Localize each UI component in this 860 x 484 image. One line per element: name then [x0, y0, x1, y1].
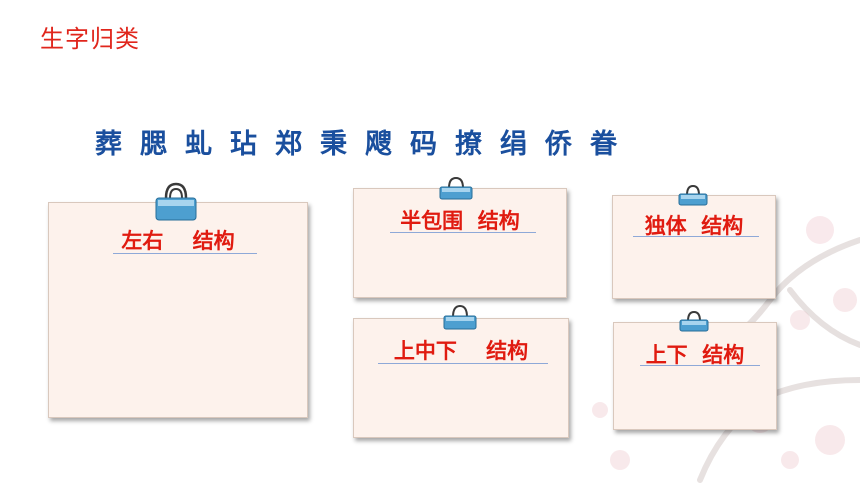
- character: 郑: [275, 129, 302, 160]
- character: 眷: [590, 129, 617, 160]
- card-label: 左右 结构: [121, 228, 235, 253]
- note-card-single[interactable]: 独体 结构: [612, 195, 776, 299]
- underline: [390, 232, 536, 233]
- binder-clip-icon: [155, 182, 197, 221]
- card-label: 独体 结构: [644, 213, 744, 238]
- character: 虬: [185, 129, 212, 160]
- binder-clip-icon: [439, 176, 473, 200]
- underline: [378, 363, 548, 364]
- binder-clip-icon: [678, 184, 708, 206]
- note-card-half-surround[interactable]: 半包围 结构: [353, 188, 567, 298]
- underline: [113, 253, 257, 254]
- binder-clip-icon: [679, 310, 709, 332]
- underline: [640, 365, 760, 366]
- character: 侨: [545, 129, 572, 160]
- character: 玷: [230, 129, 257, 160]
- card-label: 半包围 结构: [400, 208, 520, 233]
- character: 码: [410, 129, 437, 160]
- card-label: 上下 结构: [645, 342, 745, 367]
- slide-title: 生字归类: [40, 25, 140, 53]
- binder-clip-icon: [443, 304, 477, 330]
- note-card-top-middle-bottom[interactable]: 上中下 结构: [353, 318, 569, 438]
- character: 葬: [95, 129, 122, 160]
- character: 撩: [455, 129, 482, 160]
- character: 绢: [500, 129, 527, 160]
- note-card-left-right[interactable]: 左右 结构: [48, 202, 308, 418]
- underline: [633, 236, 759, 237]
- note-card-top-bottom[interactable]: 上下 结构: [613, 322, 777, 430]
- character: 秉: [320, 129, 347, 160]
- character: 腮: [140, 129, 167, 160]
- card-label: 上中下 结构: [393, 338, 529, 363]
- character: 飕: [365, 129, 392, 160]
- character-list: 葬 腮 虬 玷 郑 秉 飕 码 撩 绢 侨 眷: [86, 122, 746, 161]
